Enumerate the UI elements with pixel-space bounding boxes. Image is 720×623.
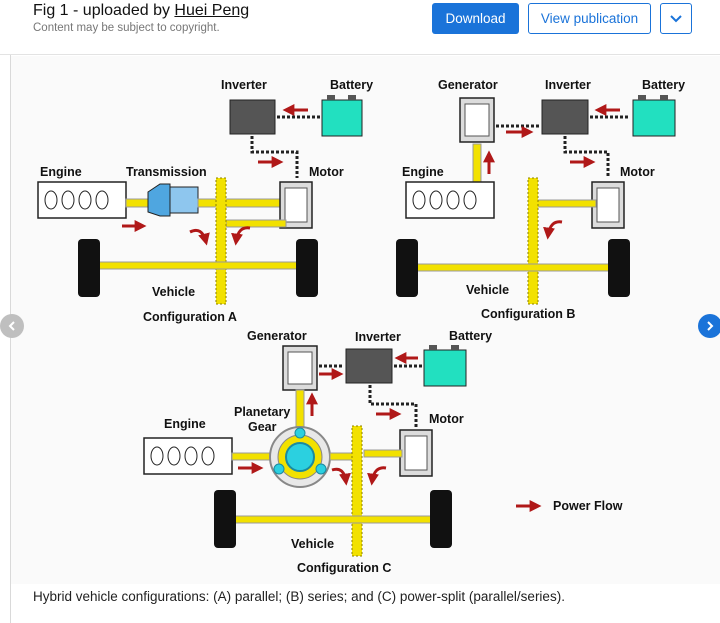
inverter-motor-link-b [563, 136, 610, 178]
battery-box-b [632, 99, 676, 137]
wheel-c [430, 490, 452, 548]
configuration-b: Generator Inverter Battery Engine Motor … [396, 78, 685, 321]
copyright-notice: Content may be subject to copyright. [33, 22, 220, 34]
chevron-down-icon [670, 14, 682, 22]
legend-label: Power Flow [553, 499, 623, 513]
inverter-motor-link-a [250, 136, 299, 178]
engine-label-c: Engine [164, 417, 206, 431]
battery-label-c: Battery [449, 329, 492, 343]
motor-shaft-a [225, 219, 287, 228]
axle-b [405, 263, 623, 272]
transmission-label-a: Transmission [126, 165, 207, 179]
inverter-label-a: Inverter [221, 78, 267, 92]
download-button[interactable]: Download [432, 3, 519, 34]
motor-shaft-b [535, 199, 597, 208]
inverter-box-a [229, 99, 276, 135]
flow-arrow-b [543, 220, 563, 240]
author-link[interactable]: Huei Peng [174, 2, 250, 19]
wheel-a [78, 239, 100, 297]
wheel-b [396, 239, 418, 297]
generator-label-b: Generator [438, 78, 498, 92]
inverter-motor-link-c [368, 385, 418, 428]
inverter-label-c: Inverter [355, 330, 401, 344]
figure-caption: Hybrid vehicle configurations: (A) paral… [33, 589, 565, 604]
configuration-a-caption: Configuration A [143, 310, 237, 324]
inverter-box-b [541, 99, 589, 135]
configuration-c: Generator Inverter Battery Planetary Gea… [143, 329, 492, 575]
engine-shaft-c [231, 452, 273, 461]
engine-label-a: Engine [40, 165, 82, 179]
transmission-a [147, 183, 171, 217]
wheel-b [608, 239, 630, 297]
vehicle-label-b: Vehicle [466, 283, 509, 297]
wheel-c [214, 490, 236, 548]
view-publication-button[interactable]: View publication [528, 3, 651, 34]
gear-column-a [215, 177, 227, 305]
inverter-label-b: Inverter [545, 78, 591, 92]
flow-arrow-c [367, 466, 387, 486]
motor-label-b: Motor [620, 165, 655, 179]
more-options-button[interactable] [660, 3, 692, 34]
planetary-label-c: Planetary [234, 405, 290, 419]
battery-box-c [423, 349, 467, 387]
axle-c [223, 515, 443, 524]
previous-figure-button[interactable] [0, 314, 24, 338]
gear-label-c: Gear [248, 420, 277, 434]
flow-arrow-a [189, 228, 210, 246]
generator-shaft-c [295, 389, 305, 431]
battery-terminal-a [348, 95, 356, 100]
chevron-left-icon [8, 321, 15, 331]
next-figure-button[interactable] [698, 314, 720, 338]
axle-a [89, 261, 313, 270]
motor-shaft-c [363, 449, 403, 458]
configuration-a: Inverter Battery Engine Transmission Mot… [37, 78, 373, 324]
motor-label-a: Motor [309, 165, 344, 179]
motor-label-c: Motor [429, 412, 464, 426]
configuration-b-caption: Configuration B [481, 307, 575, 321]
figure-title: Fig 1 - uploaded by Huei Peng [33, 2, 249, 20]
legend: Power Flow [516, 499, 623, 513]
hybrid-configurations-figure: Inverter Battery Engine Transmission Mot… [30, 66, 690, 584]
engine-generator-shaft-b [472, 143, 482, 183]
flow-arrow-a [231, 226, 251, 246]
battery-box-a [321, 99, 363, 137]
flow-arrow-c [331, 467, 351, 486]
battery-label-a: Battery [330, 78, 373, 92]
battery-terminal-a [327, 95, 335, 100]
gear-column-b [527, 177, 539, 305]
configuration-c-caption: Configuration C [297, 561, 391, 575]
figure-header: Fig 1 - uploaded by Huei Peng Content ma… [0, 0, 720, 55]
vehicle-label-a: Vehicle [152, 285, 195, 299]
chevron-right-icon [707, 321, 714, 331]
battery-label-b: Battery [642, 78, 685, 92]
inverter-box-c [345, 348, 393, 384]
planetary-gear-c [269, 426, 331, 488]
title-prefix: Fig 1 - uploaded by [33, 2, 175, 19]
vehicle-label-c: Vehicle [291, 537, 334, 551]
generator-label-c: Generator [247, 329, 307, 343]
left-border [10, 0, 11, 623]
figure-viewer [11, 56, 720, 584]
engine-label-b: Engine [402, 165, 444, 179]
gear-column-c [351, 425, 363, 557]
engine-shaft-a [125, 198, 149, 208]
wheel-a [296, 239, 318, 297]
transmission-shaft-a [197, 198, 281, 208]
figure-drawing: Inverter Battery Engine Transmission Mot… [37, 78, 685, 575]
